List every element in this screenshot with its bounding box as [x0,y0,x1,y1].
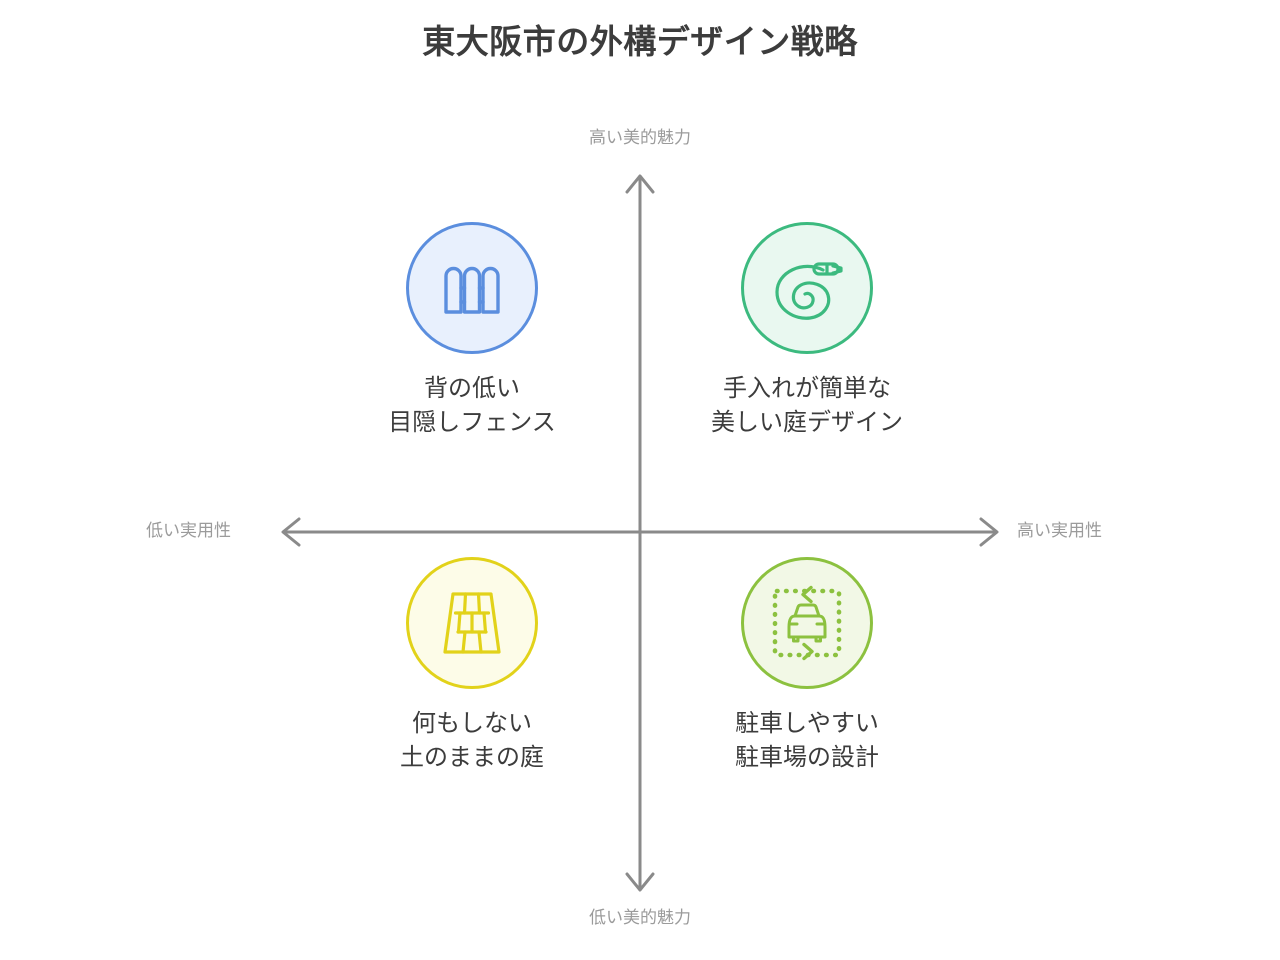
axis-label-left: 低い実用性 [146,521,231,540]
quadrant-top-right-icon-circle [741,222,873,354]
quadrant-top-right-label: 手入れが簡単な 美しい庭デザイン [711,375,903,437]
parking-car-icon [767,583,847,663]
quadrant-top-right[interactable]: 手入れが簡単な 美しい庭デザイン [657,222,957,440]
quadrant-top-left-icon-circle [406,222,538,354]
axis-label-top: 高い美的魅力 [589,128,691,147]
axis-label-bottom: 低い美的魅力 [589,908,691,927]
page-title: 東大阪市の外構デザイン戦略 [422,23,858,60]
quadrant-bottom-right-icon-circle [741,557,873,689]
fence-icon [434,250,510,326]
paving-stones-icon [433,584,511,662]
quadrant-bottom-left[interactable]: 何もしない 土のままの庭 [322,557,622,775]
quadrant-bottom-left-icon-circle [406,557,538,689]
quadrant-top-left-label: 背の低い 目隠しフェンス [388,375,556,437]
quadrant-top-left[interactable]: 背の低い 目隠しフェンス [322,222,622,440]
quadrant-bottom-right[interactable]: 駐車しやすい 駐車場の設計 [657,557,957,775]
quadrant-bottom-right-label: 駐車しやすい 駐車場の設計 [735,710,879,772]
garden-hose-icon [767,248,847,328]
axis-label-right: 高い実用性 [1017,521,1102,540]
quadrant-bottom-left-label: 何もしない 土のままの庭 [400,710,544,772]
